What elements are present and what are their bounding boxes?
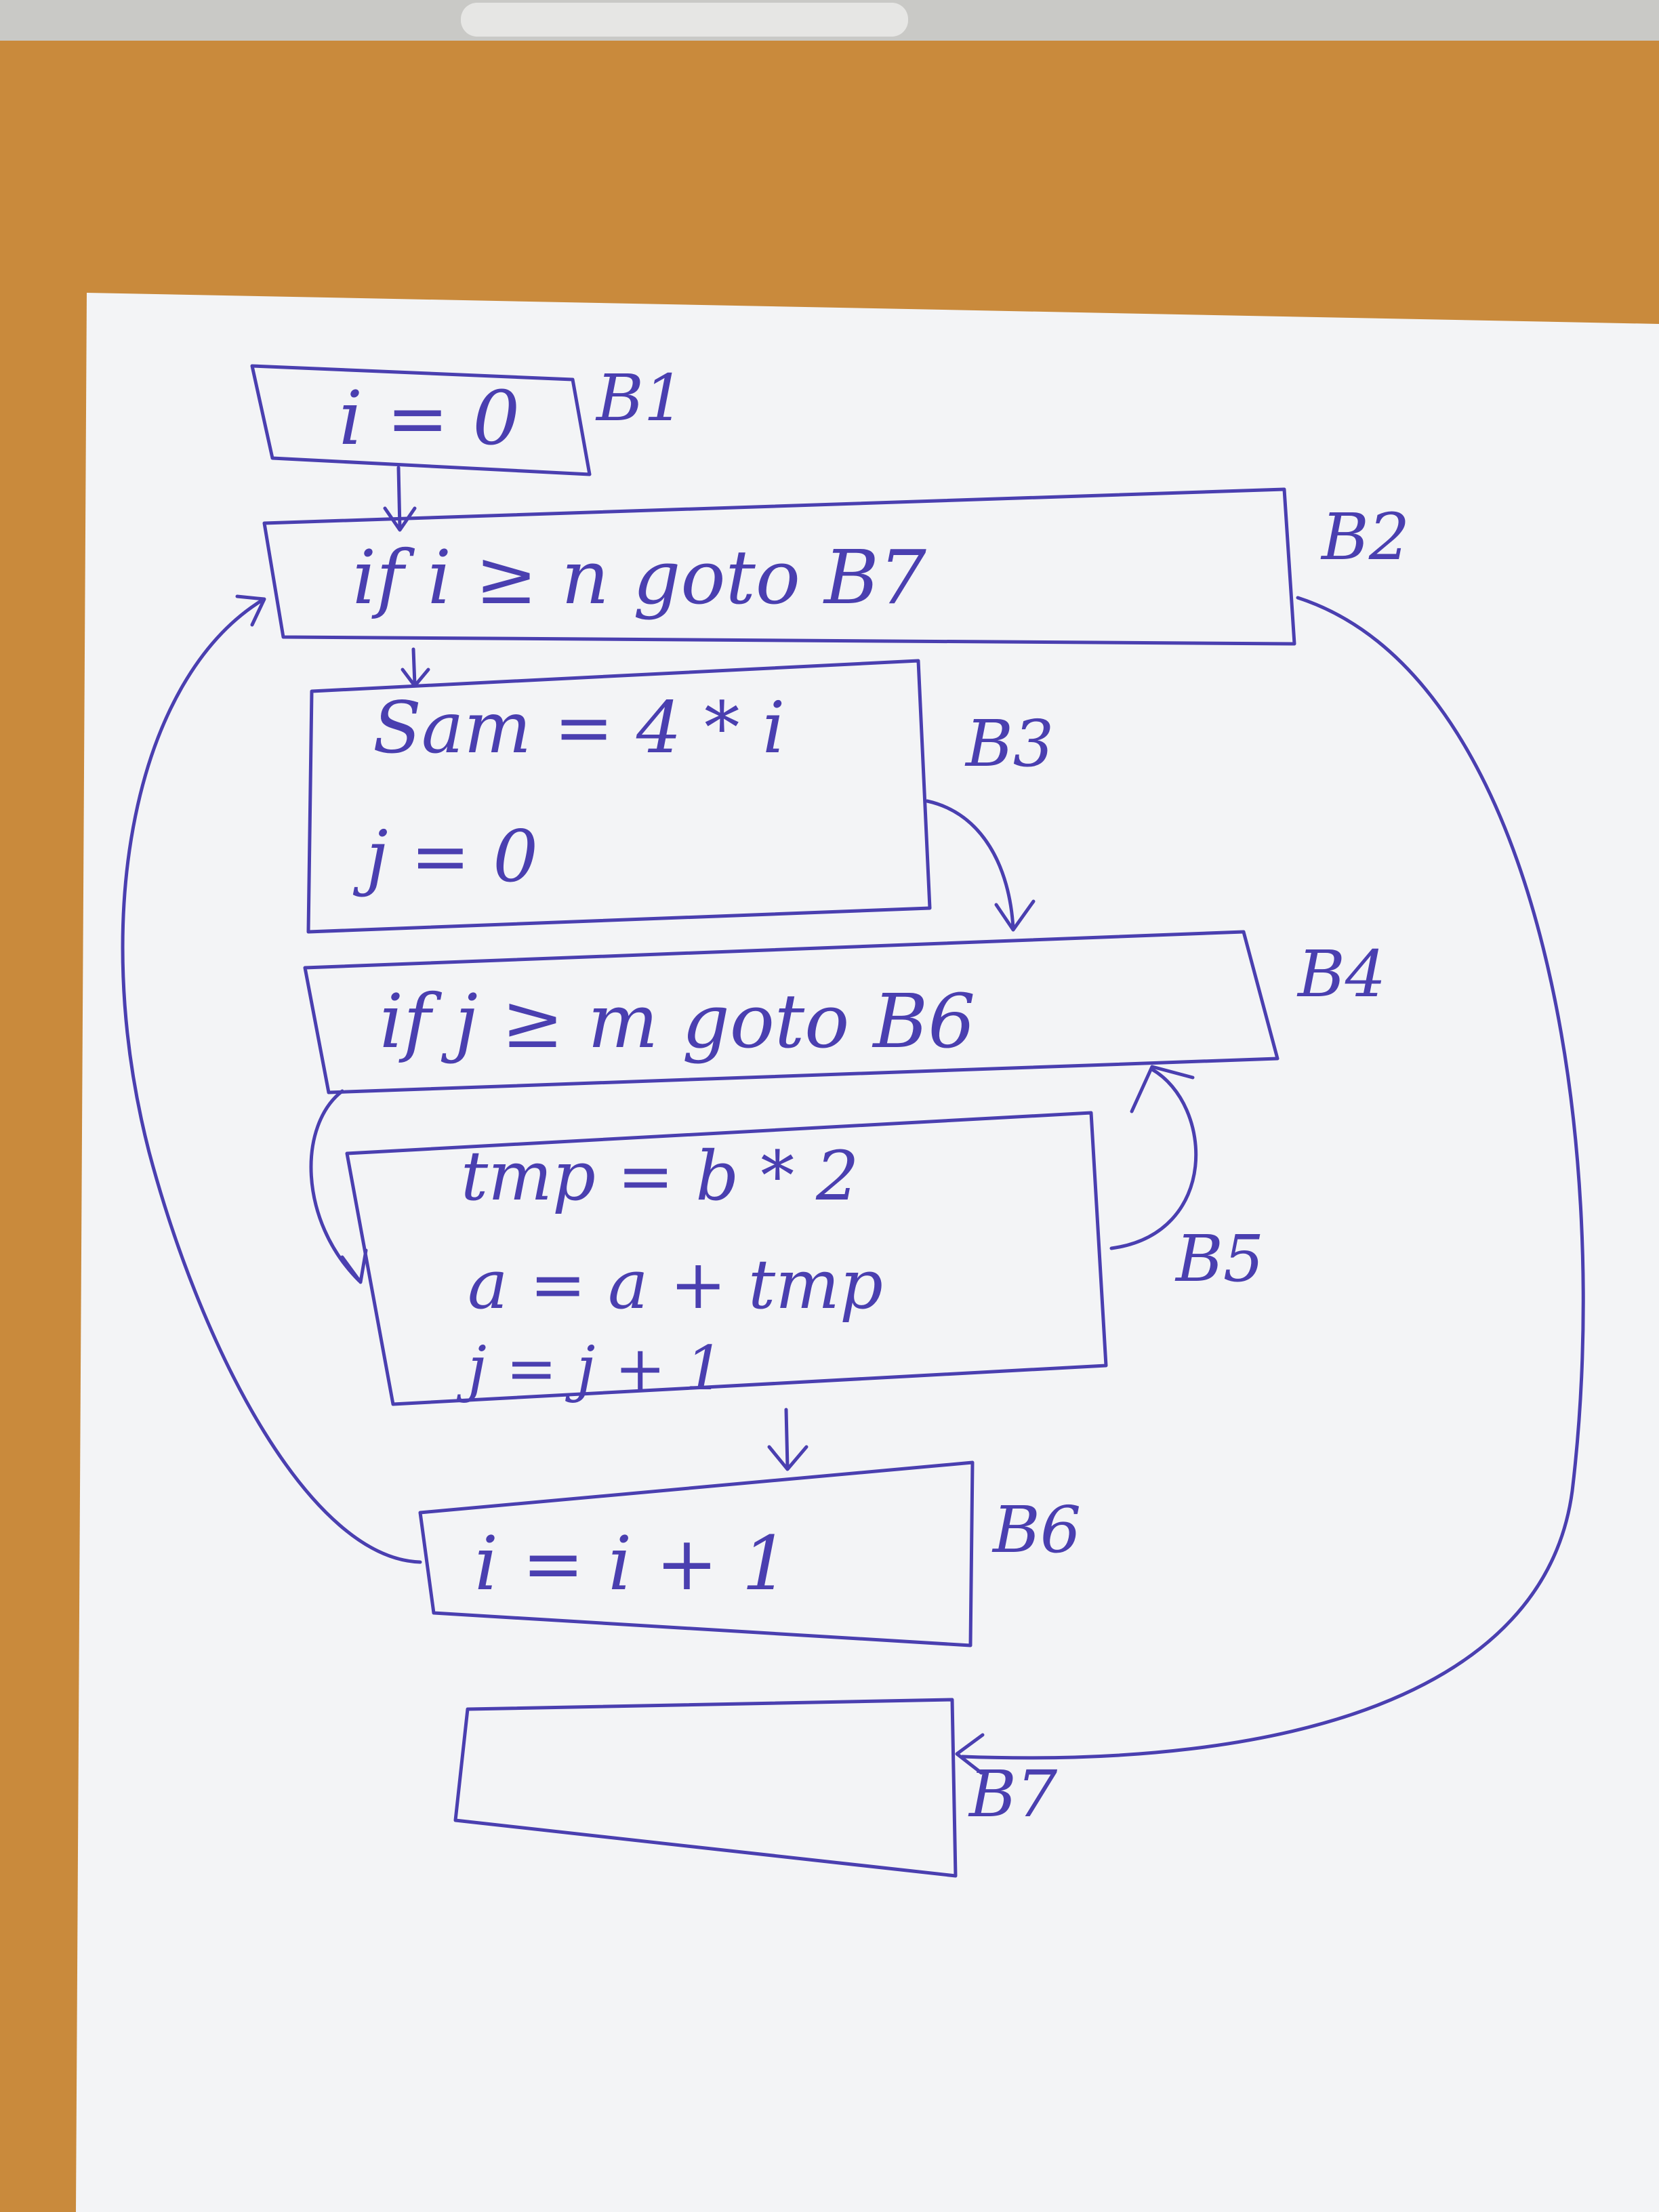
- edge-b1-b2: [383, 466, 417, 532]
- block-b6: [418, 1460, 975, 1647]
- b5-line-3: j = j + 1: [456, 1333, 724, 1404]
- block-b1: [250, 364, 592, 476]
- block-b5: [345, 1111, 1108, 1406]
- laptop-hinge: [461, 3, 908, 37]
- edge-b2-b7: [955, 596, 1585, 1775]
- b1-code: i = 0: [339, 375, 520, 462]
- b1-label: B1: [595, 361, 684, 436]
- b4-label: B4: [1296, 937, 1386, 1012]
- b6-line-1: i = i + 1: [474, 1520, 790, 1607]
- b2-code: if i ≥ n goto B7: [352, 534, 926, 621]
- b3-line-2: j = 0: [352, 815, 538, 898]
- edge-b5-b4: [1109, 1065, 1198, 1250]
- paper-sheet: [76, 293, 1659, 2212]
- b6-code: i = i + 1: [474, 1520, 790, 1607]
- b5-code: tmp = b * 2 a = a + tmp j = j + 1: [456, 1136, 883, 1404]
- b4-line-1: if j ≥ m goto B6: [380, 978, 975, 1065]
- b1-line-1: i = 0: [339, 375, 520, 462]
- edge-b3-b4: [925, 799, 1036, 932]
- b5-label: B5: [1174, 1222, 1264, 1296]
- b4-code: if j ≥ m goto B6: [380, 978, 975, 1065]
- block-b7: [453, 1698, 958, 1878]
- b2-label: B2: [1320, 500, 1410, 575]
- edge-b6-b2: [121, 594, 422, 1564]
- block-b2: [262, 487, 1296, 646]
- b7-label: B7: [968, 1757, 1058, 1832]
- edge-b4-b5: [309, 1089, 368, 1284]
- b5-line-1: tmp = b * 2: [461, 1136, 859, 1216]
- edge-b2-b3: [401, 647, 430, 688]
- b2-line-1: if i ≥ n goto B7: [352, 534, 926, 621]
- b3-label: B3: [964, 707, 1054, 781]
- b3-code: Sam = 4 * i j = 0: [352, 687, 785, 898]
- block-b4: [303, 930, 1279, 1094]
- b5-line-2: a = a + tmp: [468, 1245, 883, 1324]
- b3-line-1: Sam = 4 * i: [373, 687, 785, 769]
- block-b3: [306, 659, 932, 934]
- b6-label: B6: [991, 1493, 1081, 1568]
- edge-b5-b6: [767, 1408, 808, 1471]
